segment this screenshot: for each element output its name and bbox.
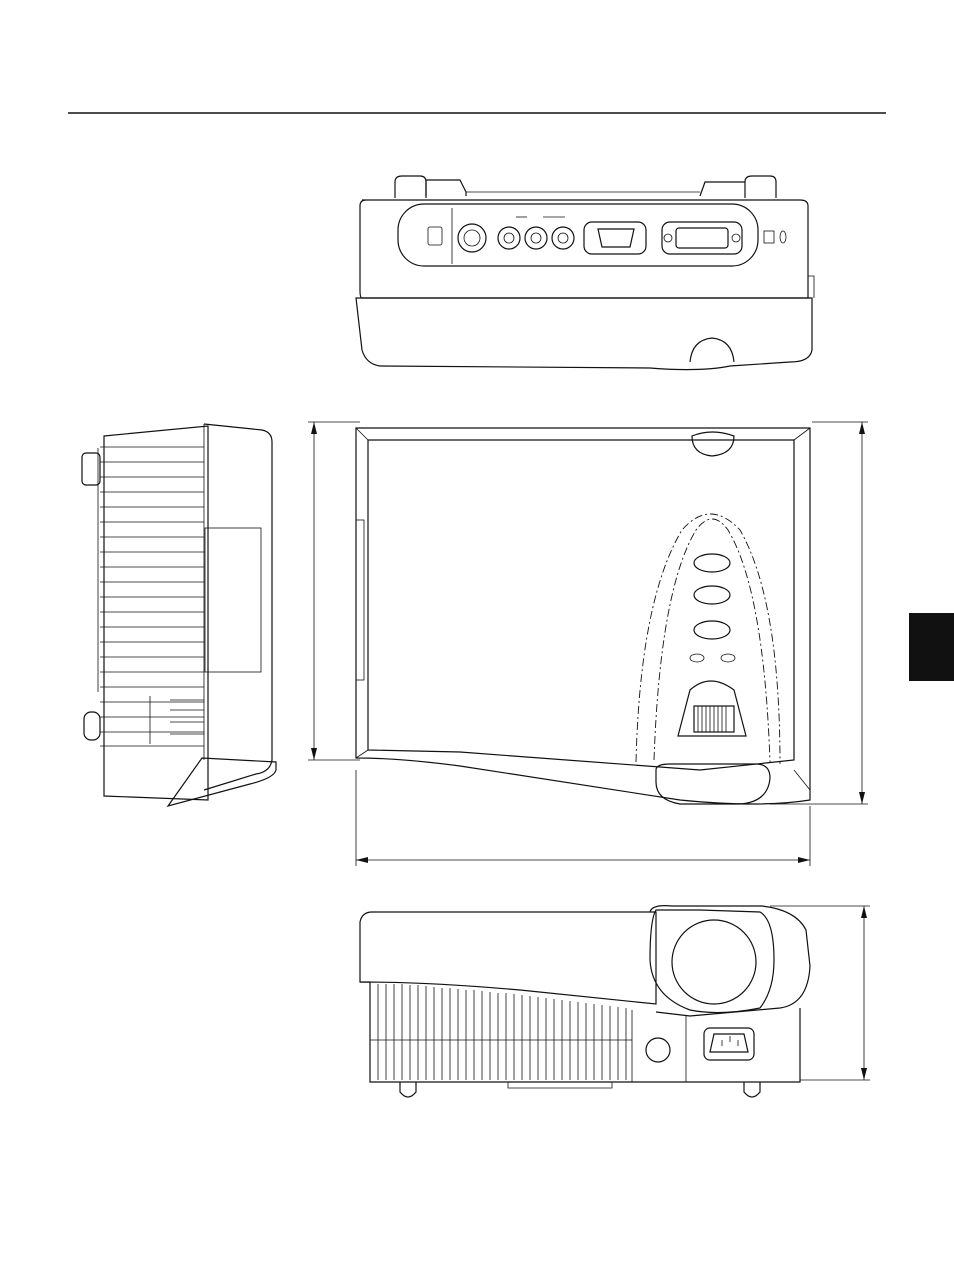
front-vent-grille bbox=[370, 984, 632, 1080]
top-view bbox=[308, 422, 868, 866]
side-view bbox=[82, 424, 276, 806]
side-vent-fins bbox=[100, 447, 204, 746]
rear-panel-view bbox=[356, 176, 814, 370]
section-tab bbox=[909, 613, 954, 681]
front-view bbox=[360, 906, 870, 1097]
